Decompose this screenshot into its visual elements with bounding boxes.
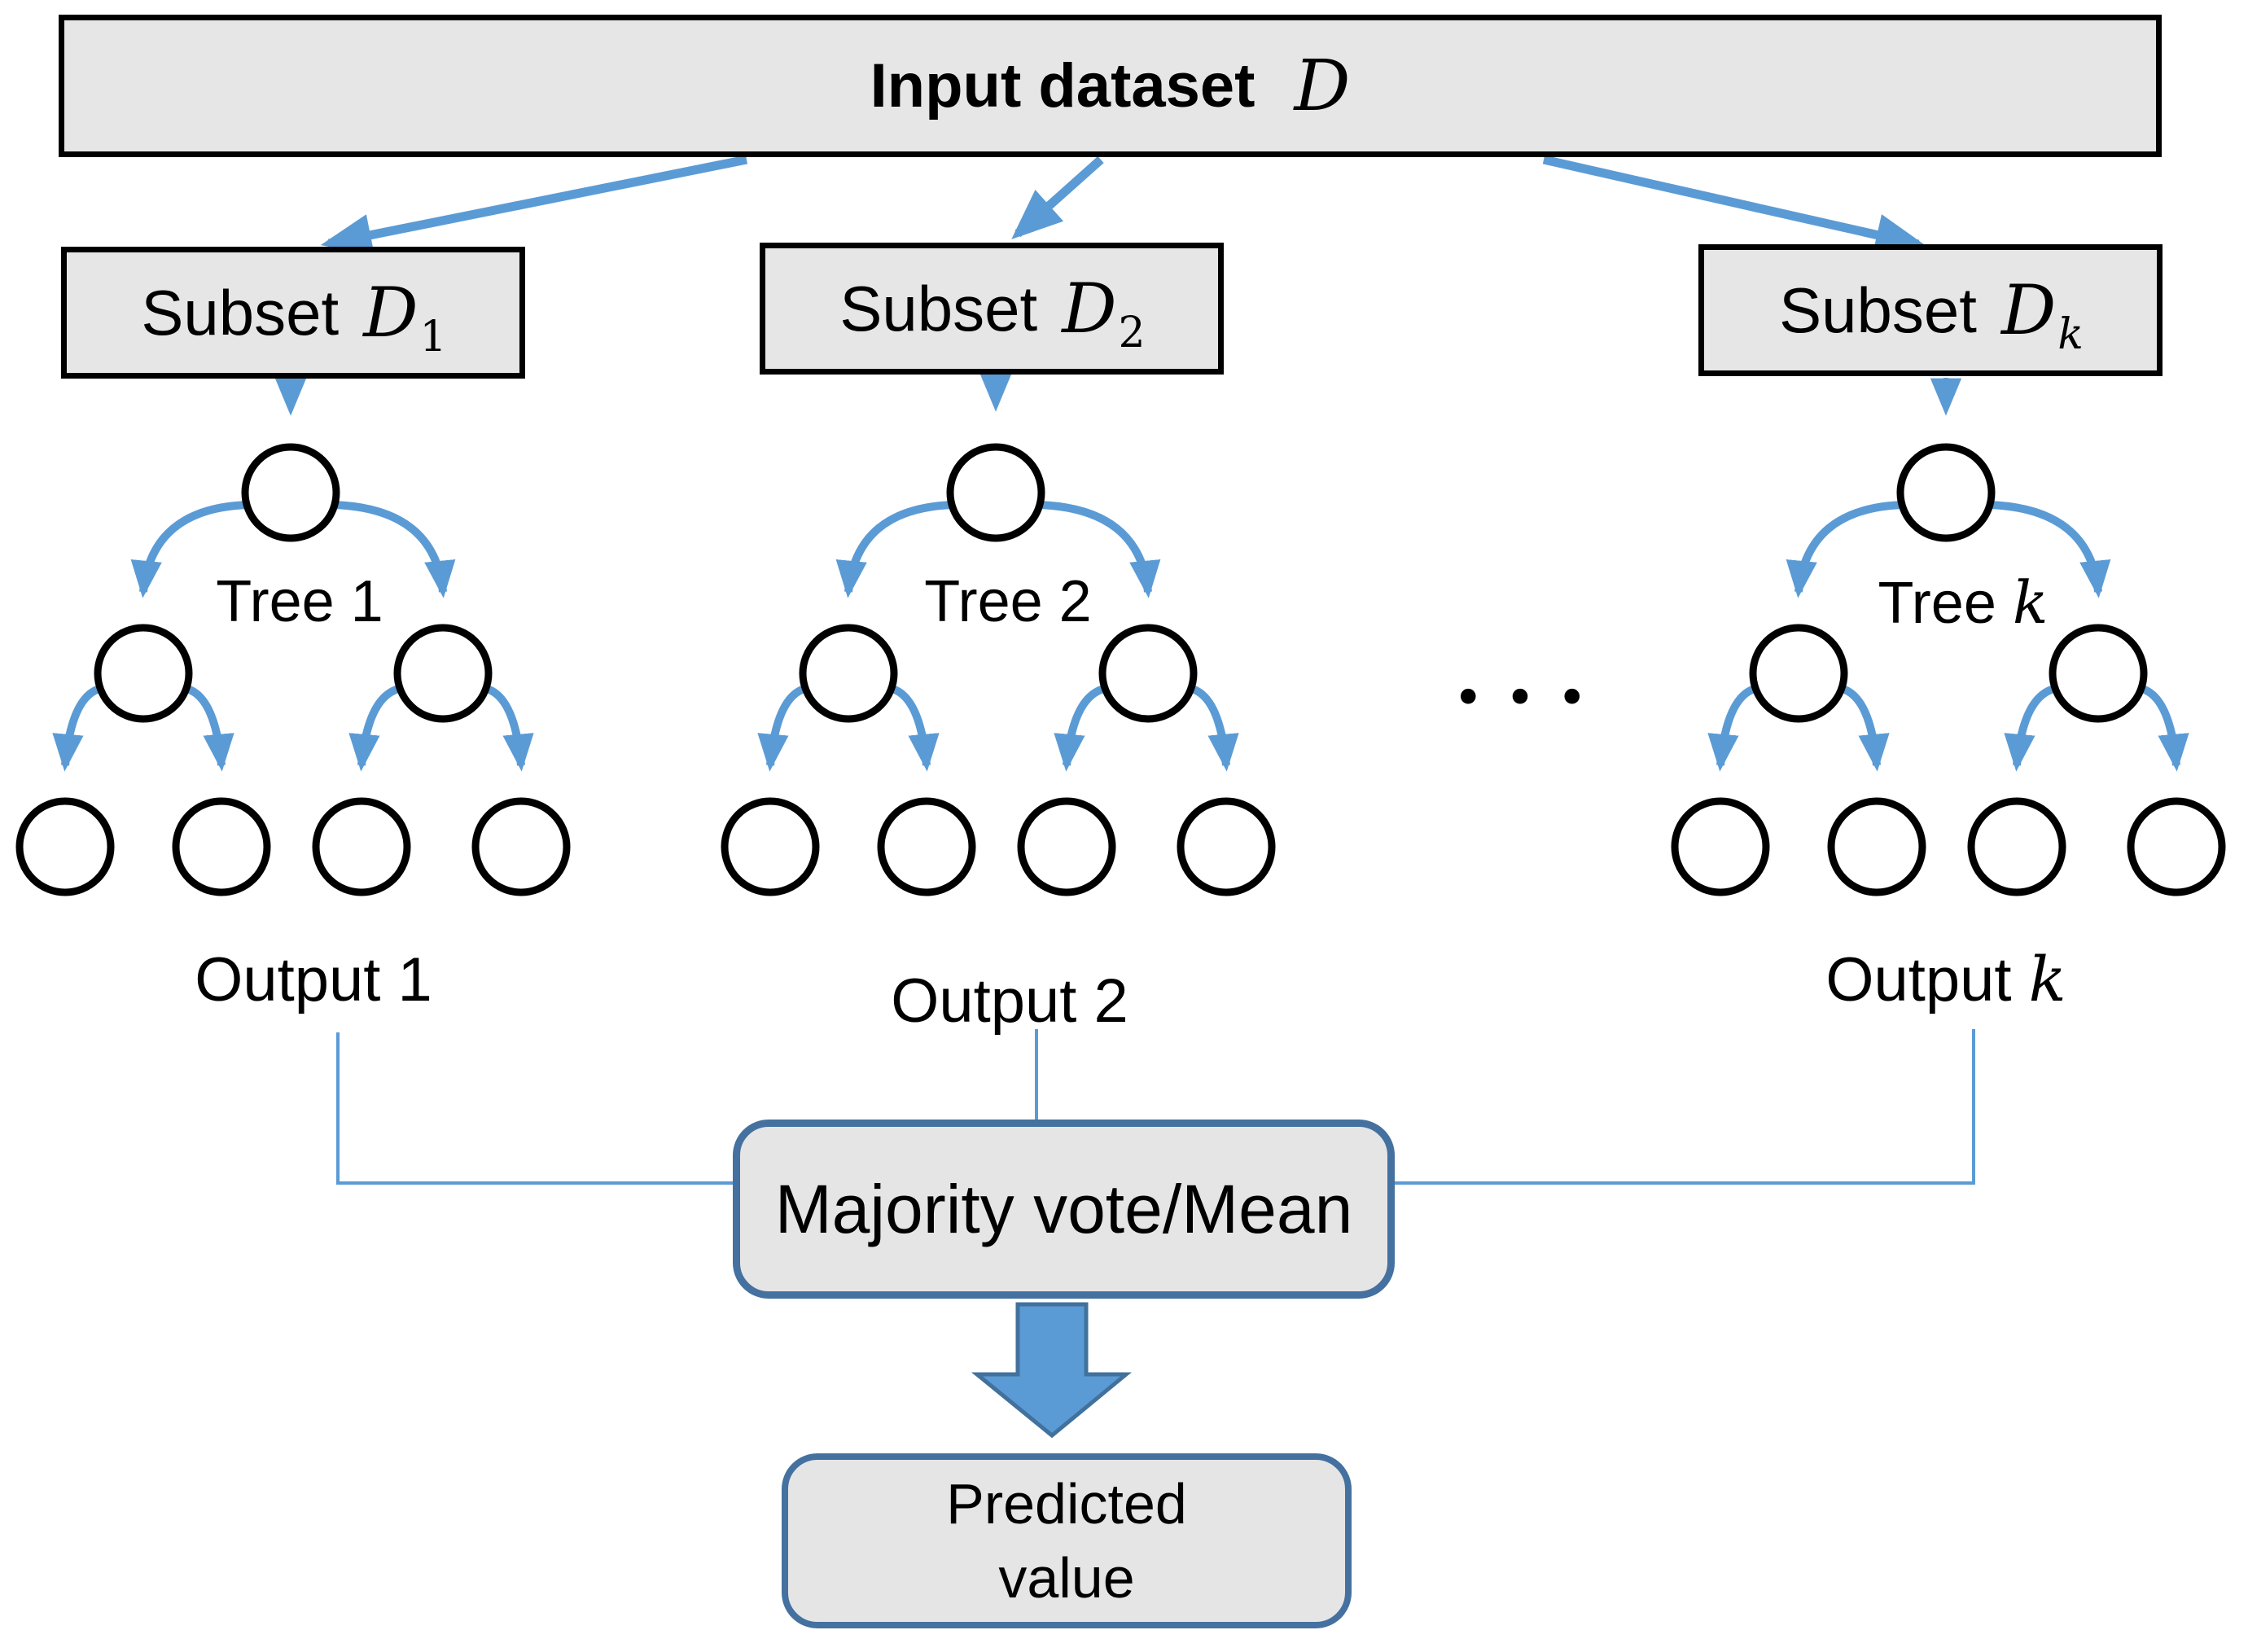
tree2-leaf-node-4 [1177,797,1276,896]
tree1-branch-arrows [52,501,534,772]
outputk-label: Output k [1825,943,2066,1015]
tree1-right-node [393,624,493,723]
tree2-left-leaf1-branch-arrow [757,684,809,772]
tree1-leaf-node-2 [172,797,271,896]
tree2-right-leaf3-branch-arrow [1054,684,1109,772]
subset-dk-label: Subset [1779,274,1977,346]
subset-to-tree-arrows [274,374,1962,416]
input-dataset-var: D [1294,45,1351,127]
treek-right-leaf3-branch-arrow [2004,684,2059,772]
tree2-leaf-node-2 [877,797,976,896]
tree2-right-node [1098,624,1198,723]
input-to-subset2-arrow [1011,156,1104,239]
tree2-left-node [799,624,898,723]
majority-vote-box: Majority vote/Mean [733,1120,1395,1299]
output-connector-lines [336,1029,1975,1185]
subset-dk-subscript: k [2057,310,2084,359]
subset-d1-label: Subset [141,276,340,348]
treek-left-leaf1-branch-arrow [1707,684,1759,772]
treek-nodes [1671,443,2226,896]
output1-connector-line [336,1032,734,1185]
subset-d2-var: D [1062,269,1117,348]
tree1-leaf-node-1 [15,797,115,896]
treek-left-node [1749,624,1848,723]
tree1-left-leaf2-branch-arrow [182,684,234,772]
treek-root-right-branch-arrow [1987,501,2111,598]
down-arrow-icon [971,1302,1132,1439]
input-dataset-label: Input dataset [870,51,1255,121]
treek-leaf-node-3 [1967,797,2066,896]
treek-leaf-node-4 [2127,797,2226,896]
tree1-leaf-node-3 [312,797,411,896]
tree2-left-leaf2-branch-arrow [887,684,940,772]
subset-d1-var: D [363,273,418,353]
tree1-left-node [94,624,193,723]
tree1-nodes [15,443,571,896]
tree2-right-leaf4-branch-arrow [1187,684,1239,772]
tree1-leaf-node-4 [471,797,571,896]
tree1-root-node [241,443,340,542]
treek-right-node [2049,624,2148,723]
input-to-subset1-arrow [320,155,748,256]
tree1-right-leaf4-branch-arrow [482,684,534,772]
predicted-value-box: Predicted value [782,1453,1352,1628]
treek-root-left-branch-arrow [1786,501,1904,598]
input-split-arrows [320,155,1927,256]
predicted-value-line2: value [998,1545,1135,1610]
treek-leaf-node-1 [1671,797,1770,896]
tree2-label: Tree 2 [924,569,1092,634]
majority-vote-label: Majority vote/Mean [774,1170,1353,1247]
subset-d1-subscript: 1 [419,313,447,362]
treek-leaf-node-2 [1827,797,1926,896]
ellipsis-dots: ••• [1453,668,1609,729]
tree2-nodes [721,443,1276,896]
tree1-right-leaf3-branch-arrow [348,684,404,772]
tree1-label: Tree 1 [216,569,383,634]
tree2-branch-arrows [757,501,1239,772]
tree2-leaf-node-3 [1017,797,1116,896]
outputk-connector-line [1393,1029,1975,1185]
subset-d2-subscript: 2 [1118,309,1146,357]
predicted-value-line1: Predicted [946,1471,1187,1536]
tree2-leaf-node-1 [721,797,820,896]
treek-root-node [1896,443,1996,542]
subset-d2-label: Subset [839,272,1038,344]
output2-label: Output 2 [891,966,1128,1036]
treek-left-leaf2-branch-arrow [1838,684,1890,772]
tree2-root-right-branch-arrow [1037,501,1161,598]
treek-branch-arrows [1707,501,2189,772]
subset-dk-var: D [2000,270,2057,350]
treek-right-leaf4-branch-arrow [2137,684,2189,772]
input-to-subsetk-arrow [1542,155,1927,256]
tree1-root-right-branch-arrow [332,501,456,598]
input-dataset-box: Input dataset D [59,15,2162,157]
treek-label: Tree k [1878,568,2049,637]
tree2-root-left-branch-arrow [835,501,954,598]
tree1-left-leaf1-branch-arrow [52,684,104,772]
output1-label: Output 1 [195,945,432,1014]
tree2-root-node [946,443,1045,542]
tree1-root-left-branch-arrow [130,501,249,598]
